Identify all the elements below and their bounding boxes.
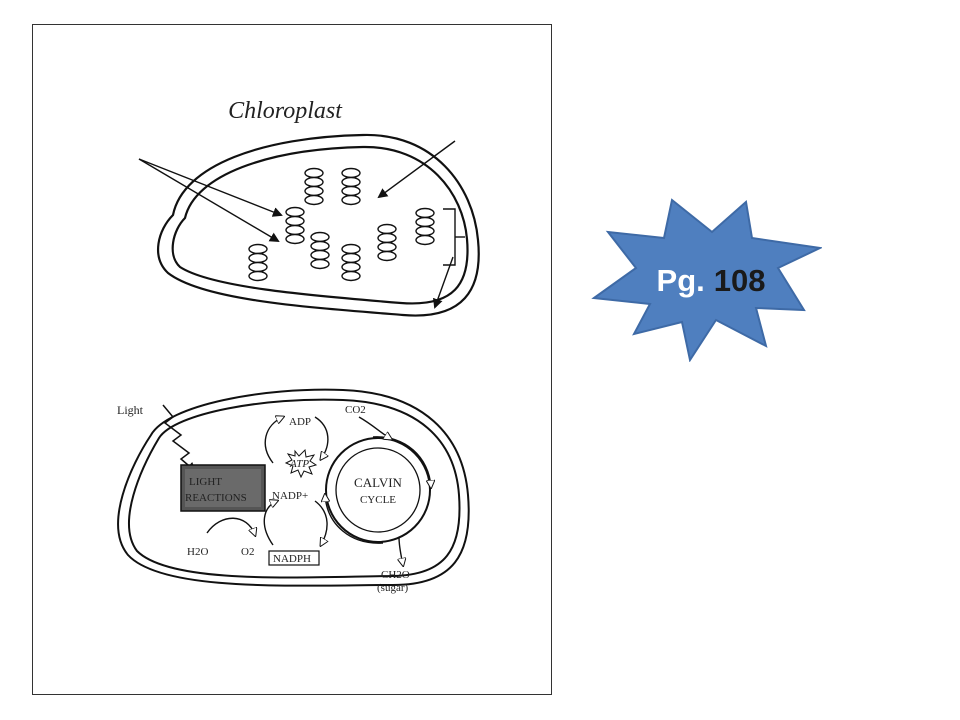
page-prefix: Pg. (657, 263, 705, 299)
nadp-plus-label: NADP+ (272, 490, 308, 502)
calvin-cycle-label-2: CYCLE (360, 494, 396, 506)
thylakoid-disc (311, 233, 329, 242)
thylakoid-disc (342, 272, 360, 281)
thylakoid-disc (286, 208, 304, 217)
thylakoid-disc (286, 235, 304, 244)
thylakoid-disc (416, 236, 434, 245)
thylakoid-disc (342, 187, 360, 196)
light-reactions-box: LIGHT REACTIONS (181, 465, 265, 511)
calvin-cycle-label-1: CALVIN (354, 475, 403, 490)
thylakoid-disc (305, 196, 323, 205)
o2-label: O2 (241, 546, 254, 558)
sugar-arrow (399, 537, 403, 565)
thylakoid-disc (311, 242, 329, 251)
chloroplast-title: Chloroplast (228, 98, 343, 124)
thylakoid-disc (249, 254, 267, 263)
page-reference-label: Pg. 108 (590, 198, 822, 362)
thylakoid-disc (249, 245, 267, 254)
thylakoid-disc (342, 263, 360, 272)
grana-stacks (249, 169, 434, 281)
thylakoid-disc (305, 187, 323, 196)
atp-label: ATP (289, 458, 309, 470)
sugar-label: (sugar) (377, 582, 408, 594)
thylakoid-disc (342, 245, 360, 254)
atp-burst: ATP (286, 450, 316, 477)
page-number: 108 (714, 263, 766, 299)
thylakoid-disc (378, 243, 396, 252)
thylakoid-disc (249, 263, 267, 272)
thylakoid-disc (305, 178, 323, 187)
thylakoid-disc (286, 226, 304, 235)
thylakoid-disc (416, 227, 434, 236)
light-reactions-label-2: REACTIONS (185, 492, 247, 504)
adp-label: ADP (289, 416, 311, 428)
h2o-label: H2O (187, 546, 208, 558)
thylakoid-disc (378, 252, 396, 261)
thylakoid-disc (311, 260, 329, 269)
thylakoid-disc (305, 169, 323, 178)
thylakoid-disc (378, 225, 396, 234)
thylakoid-disc (416, 218, 434, 227)
thylakoid-disc (311, 251, 329, 260)
co2-label: CO2 (345, 404, 366, 416)
thylakoid-disc (342, 196, 360, 205)
light-zigzag (163, 405, 195, 471)
nadph-label: NADPH (273, 553, 311, 565)
thylakoid-disc (342, 178, 360, 187)
calvin-cycle: CALVIN CYCLE (325, 437, 431, 543)
thylakoid-disc (342, 169, 360, 178)
co2-arrow (359, 417, 391, 439)
worksheet-page: Chloroplast Light LIGHT (32, 24, 552, 695)
chloroplast-diagram: Chloroplast Light LIGHT (33, 25, 553, 696)
light-reactions-label-1: LIGHT (189, 476, 222, 488)
page-reference-badge: Pg. 108 (590, 198, 822, 362)
ch2o-label: CH2O (381, 569, 410, 581)
thylakoid-disc (416, 209, 434, 218)
thylakoid-disc (286, 217, 304, 226)
light-label: Light (117, 403, 144, 417)
thylakoid-disc (378, 234, 396, 243)
thylakoid-disc (342, 254, 360, 263)
thylakoid-disc (249, 272, 267, 281)
